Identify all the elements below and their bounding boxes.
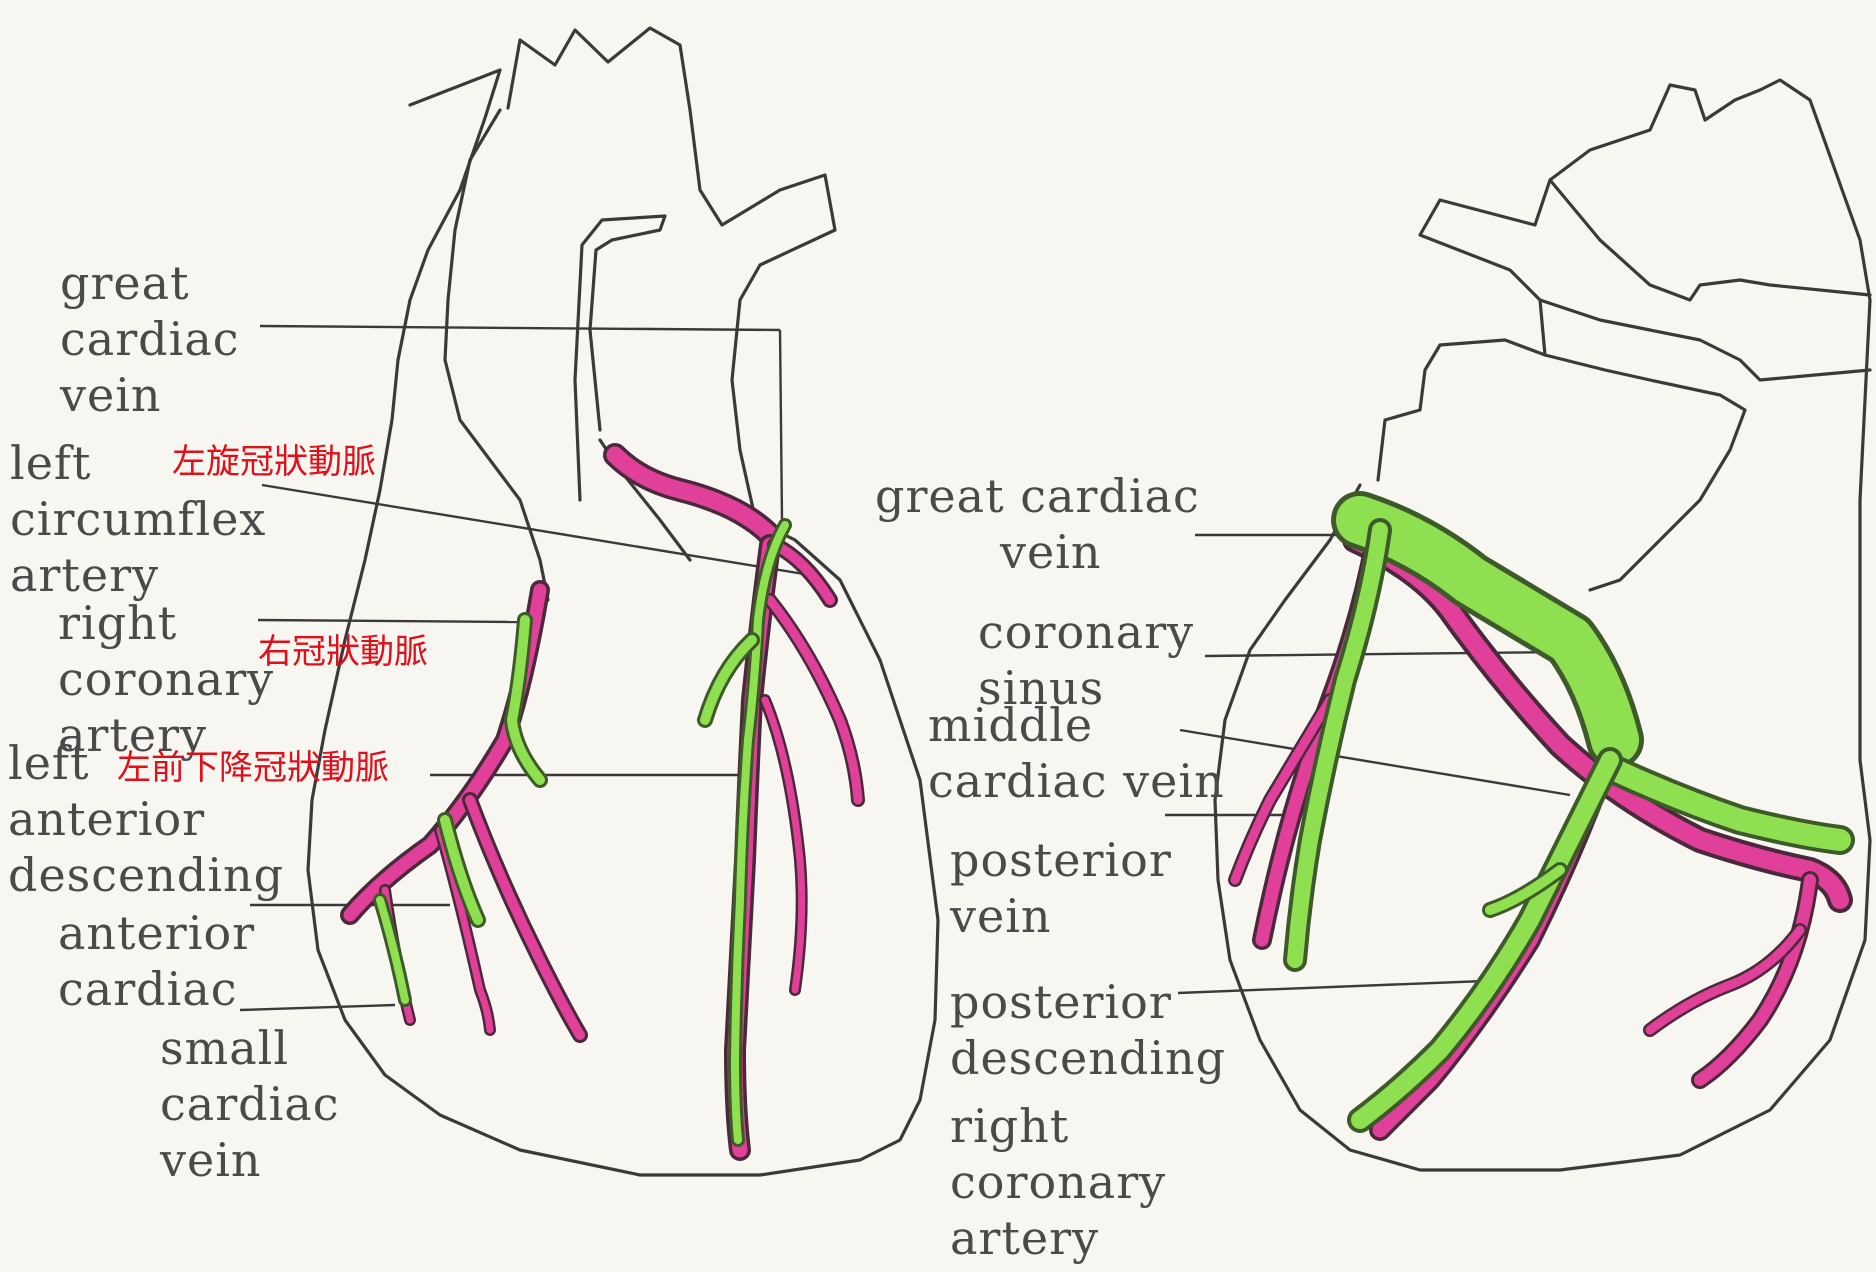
label-cjk-lad: 左前下降冠狀動脈 xyxy=(117,748,389,788)
anterior-heart xyxy=(240,28,938,1175)
label-small-cardiac-vein: small cardiac vein xyxy=(160,1020,340,1188)
label-posterior-descending: posterior descending xyxy=(950,974,1226,1086)
leader-great-cardiac-vein-down xyxy=(780,330,782,520)
anterior-arteries xyxy=(350,455,858,1150)
label-anterior-cardiac: anterior cardiac xyxy=(58,905,255,1017)
leader-great-cardiac-vein xyxy=(260,326,780,330)
middle-cardiac-vein xyxy=(1360,760,1610,1120)
svc-outline xyxy=(1550,180,1870,300)
aorta-outline xyxy=(508,28,835,540)
leader-posterior-descending xyxy=(1178,980,1510,993)
pulmonary-veins-outline xyxy=(1540,300,1870,380)
label-posterior-vein: posterior vein xyxy=(950,832,1172,944)
label-middle-cardiac-vein: middle cardiac vein xyxy=(928,697,1225,809)
leader-small-cardiac xyxy=(240,1005,395,1010)
right-atrium-line xyxy=(445,110,548,600)
leader-coronary-sinus xyxy=(1205,652,1560,656)
leader-middle-cardiac xyxy=(1180,730,1570,795)
leader-right-coronary xyxy=(258,620,520,622)
label-right-coronary-artery-posterior: right coronary artery xyxy=(950,1098,1166,1266)
label-great-cardiac-vein-anterior: great cardiac vein xyxy=(60,255,240,423)
label-cjk-right-coronary: 右冠狀動脈 xyxy=(258,632,428,672)
posterior-heart xyxy=(1165,80,1870,1170)
label-cjk-left-circumflex: 左旋冠狀動脈 xyxy=(172,442,376,482)
label-great-cardiac-vein-posterior: great cardiac vein xyxy=(875,468,1200,580)
